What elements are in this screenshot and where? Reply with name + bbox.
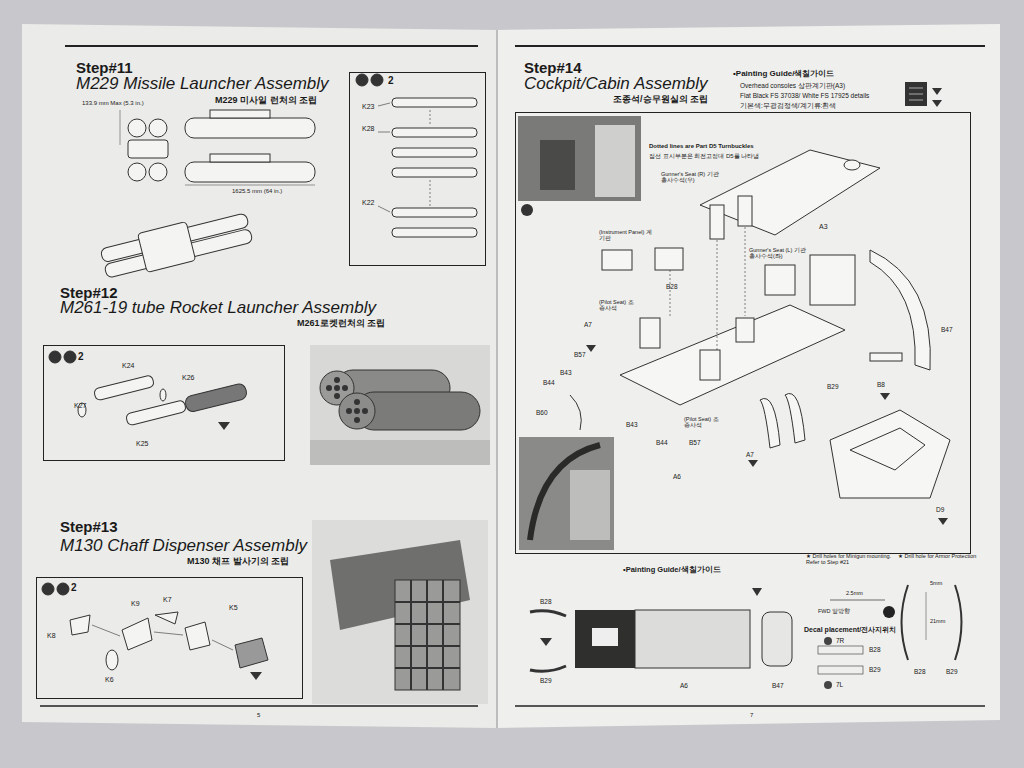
part-label: A3: [819, 223, 828, 231]
direction-label: FWD 앞방향: [818, 608, 850, 614]
quantity-number: 2: [388, 75, 394, 86]
page-number: 5: [257, 712, 260, 719]
step-frame: 2K23K28K22: [349, 72, 486, 266]
part-label: B28: [540, 598, 552, 605]
step-title-korean: M261로켓런처의 조립: [297, 319, 385, 329]
quantity-number: 2: [78, 351, 84, 362]
part-label: K22: [362, 199, 374, 207]
part-label: K27: [74, 402, 86, 410]
step-title: Cockpit/Cabin Assembly: [524, 75, 708, 94]
part-label: A6: [680, 682, 688, 689]
step-frame: 2K9 K7K5K8K6: [36, 577, 303, 699]
paint-note: Overhead consoles 상판계기판(A3): [740, 82, 845, 89]
part-label: B43: [626, 421, 638, 428]
step-title-korean: 조종석/승무원실의 조립: [613, 95, 708, 105]
part-label: B29: [946, 668, 958, 675]
part-label: K8: [47, 632, 56, 640]
decal-number: 7L: [836, 681, 843, 688]
part-label: (Pilot Seat) 조종사석: [684, 416, 724, 428]
step-title: M130 Chaff Dispenser Assembly: [60, 537, 307, 556]
decal-number: 7R: [836, 637, 844, 644]
part-label: A6: [673, 473, 681, 480]
step-title-korean: M229 미사일 런처의 조립: [215, 96, 317, 106]
drill-note: ★ Drill holes for Minigun mounting. Refe…: [806, 553, 892, 565]
dimension: 2.5mm: [846, 590, 863, 596]
part-label: B47: [941, 326, 953, 333]
part-label: K7: [163, 596, 172, 604]
part-label: B8: [877, 381, 885, 388]
decal-heading: Decal placement/전사지위치: [804, 626, 896, 634]
step-title: M261-19 tube Rocket Launcher Assembly: [60, 299, 376, 318]
dimension: 133.9 mm Max (5.3 in.): [82, 100, 144, 107]
part-label: K24: [122, 362, 134, 370]
part-label: B44: [656, 439, 668, 446]
part-label: B29: [827, 383, 839, 390]
part-label: 점선 표시부분은 회전고정대 D5를 나타냄: [649, 153, 759, 160]
part-label: B28: [914, 668, 926, 675]
part-label: B57: [689, 439, 701, 446]
part-label: B28: [869, 646, 881, 653]
part-label: B44: [543, 379, 555, 386]
part-label: D9: [936, 506, 944, 513]
step-frame: 2K24K26K27K25: [43, 345, 285, 461]
dimension: 5mm: [930, 580, 942, 586]
part-label: B57: [574, 351, 586, 358]
part-label: A7: [746, 451, 754, 458]
drill-note: ★ Drill hole for Armor Protection: [898, 553, 978, 559]
part-label: B60: [536, 409, 548, 416]
part-label: K5: [229, 604, 238, 612]
part-label: K28: [362, 125, 374, 133]
part-label: (Pilot Seat) 조종사석: [599, 299, 639, 311]
part-label: (Instrument Panel) 계기판: [599, 229, 657, 241]
paint-note: 기본색:무광검정색/계기류:흰색: [740, 102, 836, 109]
part-label: Dotted lines are Part D5 Turnbuckles: [649, 143, 754, 150]
painting-guide: •Painting Guide/색칠가이드: [623, 566, 721, 574]
part-label: A7: [584, 321, 592, 328]
part-label: B43: [560, 369, 572, 376]
part-label: K23: [362, 103, 374, 111]
step-title-korean: M130 채프 발사기의 조립: [187, 557, 289, 567]
painting-guide: •Painting Guide/색칠가이드: [733, 70, 834, 79]
part-label: K6: [105, 676, 114, 684]
part-label: K26: [182, 374, 194, 382]
step-number: Step#13: [60, 519, 118, 536]
part-label: K9: [131, 600, 140, 608]
part-label: Gunner's Seat (L) 기관총사수석(좌): [749, 247, 809, 259]
dimension: 1625.5 mm (64 in.): [232, 188, 282, 195]
step-frame: Dotted lines are Part D5 Turnbuckles 점선 표…: [515, 112, 971, 554]
paint-note: Flat Black FS 37038/ White FS 17925 deta…: [740, 92, 869, 99]
part-label: B29: [540, 677, 552, 684]
page-number: 7: [750, 712, 753, 719]
part-label: B47: [772, 682, 784, 689]
part-label: B28: [666, 283, 678, 290]
part-label: B29: [869, 666, 881, 673]
part-label: K25: [136, 440, 148, 448]
quantity-number: 2: [71, 582, 77, 593]
dimension: 21mm: [930, 618, 945, 624]
step-title: M229 Missile Launcher Assembly: [76, 75, 329, 94]
part-label: Gunner's Seat (R) 기관총사수석(우): [661, 171, 721, 183]
